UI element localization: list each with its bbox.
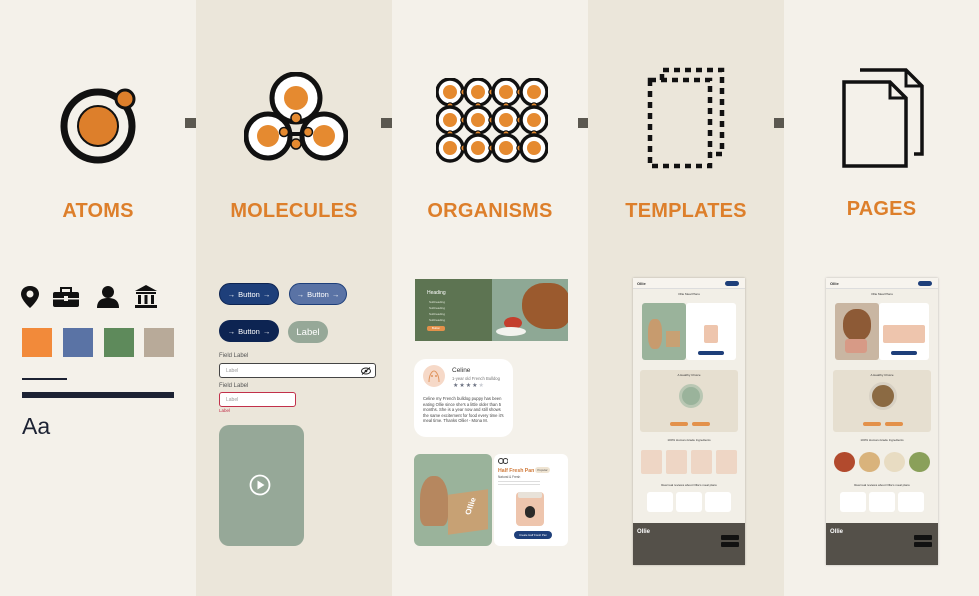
play-icon[interactable]: [249, 474, 271, 496]
primary-button[interactable]: → Button →: [219, 283, 279, 305]
product-name: Half Fresh Pan: [498, 468, 535, 474]
review-text: Celine my French bulldog puppy has been …: [423, 396, 504, 424]
template-icon: [647, 67, 725, 169]
dog-avatar-icon: [428, 370, 440, 383]
field-label: Field Label: [219, 353, 249, 359]
arrow-right-icon: →: [227, 326, 236, 336]
review-row: [647, 492, 731, 512]
atom-icon: [60, 88, 136, 164]
pages-column: PAGES Ollie Ollie Meal Plans A Healthy C…: [784, 0, 979, 596]
bowl-image: [679, 384, 703, 408]
product-subtitle: Natural & Fresh: [498, 475, 521, 479]
pressed-button[interactable]: → Button →: [219, 320, 279, 342]
footer: Ollie: [826, 523, 938, 565]
divider: [498, 484, 540, 485]
text-field[interactable]: Label: [219, 363, 376, 378]
templates-column: TEMPLATES Ollie Ollie Meal Plans A Healt…: [588, 0, 784, 596]
dog-image: [522, 283, 568, 329]
box-brand: Ollie: [463, 496, 478, 516]
arrow-right-icon: →: [262, 289, 271, 299]
secondary-button[interactable]: → Button →: [289, 283, 347, 305]
bank-icon: [135, 285, 157, 308]
error-message: Label: [219, 408, 231, 413]
product-image: Ollie: [414, 454, 492, 546]
typography-sample: Aa: [22, 413, 51, 439]
stage-title-pages: PAGES: [846, 198, 917, 220]
arrow-right-icon: →: [262, 326, 271, 336]
pages-icon: [842, 68, 924, 168]
food-bowl-image: [504, 317, 522, 329]
hero-button[interactable]: Button: [427, 326, 445, 331]
stage-title-atoms: ATOMS: [62, 200, 134, 222]
person-icon: [97, 286, 119, 308]
text-field-error[interactable]: Label: [219, 392, 296, 407]
healthy-choice-section: A Healthy Choice: [833, 370, 931, 432]
hero-list: Subheading Subheading Subheading Subhead…: [429, 300, 446, 322]
hero-image: [492, 279, 568, 341]
label-tag: Label: [288, 321, 328, 343]
product-jar-image: [516, 492, 544, 526]
product-badge: Popular: [535, 467, 550, 473]
plate-image: [496, 327, 526, 336]
taupe-swatch: [144, 328, 174, 357]
blue-swatch: [63, 328, 93, 357]
review-subtitle: 1-year old French Bulldog: [452, 376, 500, 381]
eye-off-icon[interactable]: [361, 367, 371, 375]
divider: [498, 481, 540, 482]
field-label: Field Label: [219, 383, 249, 389]
hero-banner: Heading Subheading Subheading Subheading…: [415, 279, 568, 341]
review-card: Celine 1-year old French Bulldog ★★★★★ C…: [414, 359, 513, 437]
hero-card: [686, 303, 736, 360]
nav-bar: Ollie: [826, 278, 938, 289]
stage-title-templates: TEMPLATES: [625, 200, 747, 222]
green-swatch: [104, 328, 134, 357]
stage-title-organisms: ORGANISMS: [427, 200, 553, 222]
healthy-choice-section: A Healthy Choice: [640, 370, 738, 432]
arrow-right-icon: →: [331, 289, 340, 299]
hero-image: [835, 303, 879, 360]
hero-text-panel: Heading Subheading Subheading Subheading…: [415, 279, 492, 341]
hero-image: [642, 303, 686, 360]
star-rating: ★★★★★: [453, 383, 485, 389]
stage-title-molecules: MOLECULES: [230, 200, 358, 222]
hero-card: [879, 303, 929, 360]
arrow-right-icon: →: [227, 289, 236, 299]
product-card: Ollie Half Fresh Pan Popular Natural & F…: [414, 454, 568, 546]
footer: Ollie: [633, 523, 745, 565]
molecules-column: MOLECULES → Button → → Button → → Button…: [196, 0, 392, 596]
ollie-logo-icon: [498, 458, 508, 464]
review-name: Celine: [452, 367, 471, 374]
ingredient-row: [641, 450, 737, 474]
bowl-image: [869, 382, 897, 410]
hero-heading: Heading: [427, 290, 446, 296]
organism-icon: [436, 78, 548, 163]
orange-swatch: [22, 328, 52, 357]
ingredient-row: [834, 450, 930, 474]
dog-image: [420, 476, 448, 526]
final-page: Ollie Ollie Meal Plans A Healthy Choice …: [826, 278, 938, 565]
video-player[interactable]: [219, 425, 304, 546]
briefcase-icon: [53, 287, 79, 307]
arrow-right-icon: →: [296, 289, 305, 299]
location-pin-icon: [21, 286, 39, 308]
organisms-column: ORGANISMS Heading Subheading Subheading …: [392, 0, 588, 596]
thick-rule: [22, 392, 174, 398]
box-image: Ollie: [448, 489, 488, 535]
thin-rule: [22, 378, 67, 380]
molecule-icon: [244, 72, 348, 161]
template-page: Ollie Ollie Meal Plans A Healthy Choice …: [633, 278, 745, 565]
create-plan-button[interactable]: Create Half Fresh Pan: [514, 531, 552, 539]
avatar: [423, 365, 445, 387]
product-info: Half Fresh Pan Popular Natural & Fresh C…: [494, 454, 568, 546]
atoms-column: ATOMS Aa: [0, 0, 196, 596]
nav-bar: Ollie: [633, 278, 745, 289]
review-row: [840, 492, 924, 512]
